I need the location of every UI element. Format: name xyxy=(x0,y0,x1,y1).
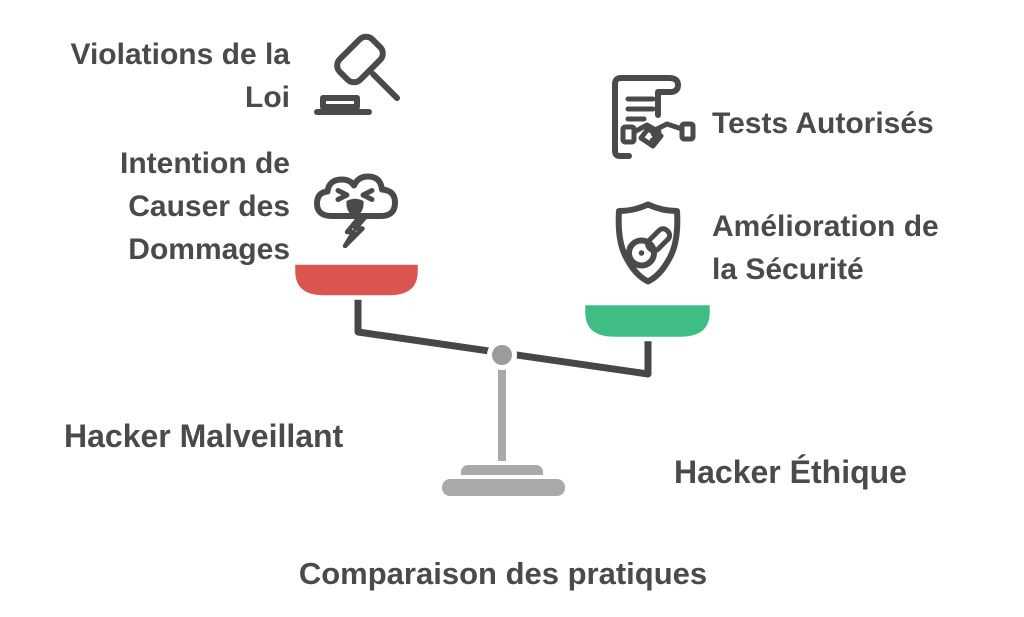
right-pan xyxy=(580,300,715,342)
left-side-label: Hacker Malveillant xyxy=(64,418,344,454)
dommages-line-1: Intention de xyxy=(120,147,290,180)
storm-cloud-icon xyxy=(314,173,398,248)
scale-base-lower xyxy=(438,475,569,500)
contract-handshake-icon xyxy=(612,75,696,159)
right-item-securite-text: Amélioration de la Sécurité xyxy=(712,205,1022,291)
scale-pillar xyxy=(494,353,510,475)
pivot-circle xyxy=(487,340,517,370)
left-pan xyxy=(290,260,423,300)
violations-line-2: Loi xyxy=(245,81,290,114)
diagram-title: Comparaison des pratiques xyxy=(298,556,708,591)
gavel-icon xyxy=(314,33,400,115)
violations-line-1: Violations de la xyxy=(70,38,290,71)
tests-line-1: Tests Autorisés xyxy=(712,107,934,140)
dommages-line-3: Dommages xyxy=(128,233,290,266)
left-item-dommages-text: Intention de Causer des Dommages xyxy=(30,142,290,271)
right-side-label: Hacker Éthique xyxy=(674,454,907,490)
securite-line-1: Amélioration de xyxy=(712,210,939,243)
securite-line-2: la Sécurité xyxy=(712,253,864,286)
shield-key-icon xyxy=(615,201,681,285)
right-item-tests-text: Tests Autorisés xyxy=(712,102,1012,145)
left-item-violations-text: Violations de la Loi xyxy=(30,33,290,119)
dommages-line-2: Causer des xyxy=(128,190,290,223)
